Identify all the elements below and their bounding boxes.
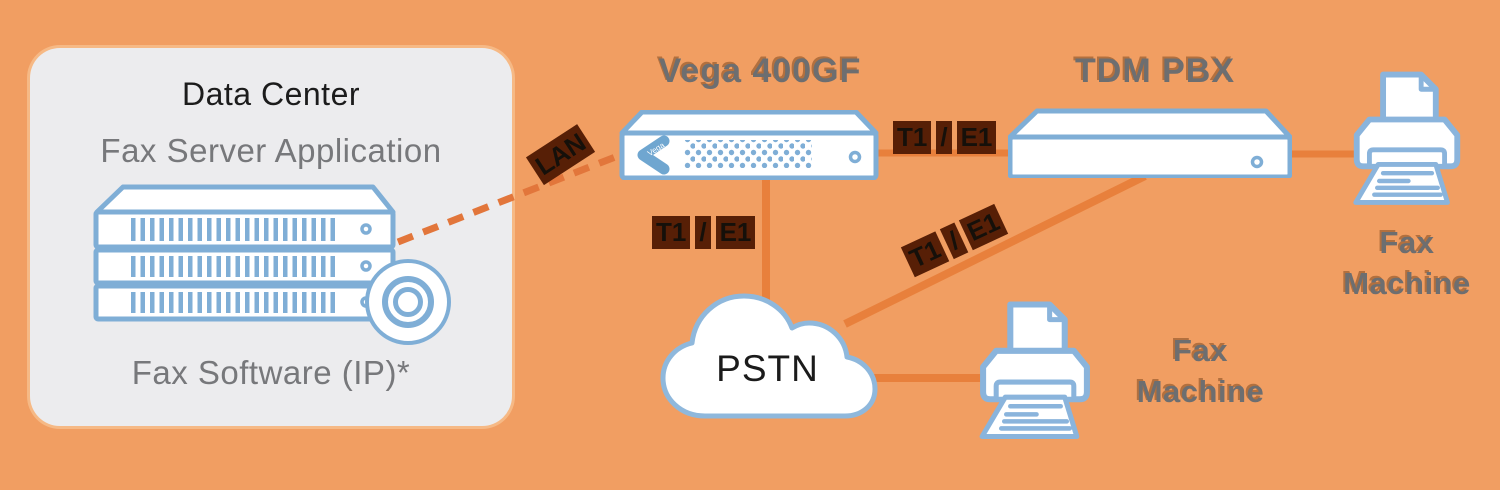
fax-server-application-label: Fax Server Application [100,132,442,169]
t1e1-label-gateway-pstn: T1/E1 [652,216,756,249]
fax-machine-icon [979,301,1090,440]
fax-machine-right-label: Fax Machine [1327,222,1487,304]
lan-dashed-line [396,148,630,246]
t1e1-label-gateway-pbx: T1/E1 [893,121,997,154]
cloud-icon [660,293,878,419]
pstn-label: PSTN [716,348,819,389]
server-stack-icon [93,184,396,322]
pstn-cloud: PSTN [645,278,890,426]
pbx-device-icon [1008,108,1292,178]
data-center-title: Data Center [181,76,361,112]
fax-label-line2: Machine [1136,374,1265,409]
gateway-title: Vega 400GF [658,52,862,90]
fax-machine-bottom-label: Fax Machine [1118,330,1283,412]
pbx-title: TDM PBX [1075,52,1235,90]
fax-software-label: Fax Software (IP)* [131,354,411,391]
pbx-pstn-line [843,172,1147,328]
fax-label-line1: Fax [1379,225,1435,260]
fax-label-line1: Fax [1173,333,1228,368]
vega-logo-icon [637,135,670,175]
software-disc-icon [365,259,451,345]
gateway-device-icon: Vega [619,110,879,180]
fax-machine-icon [1353,71,1461,205]
fax-label-line2: Machine [1343,266,1471,301]
